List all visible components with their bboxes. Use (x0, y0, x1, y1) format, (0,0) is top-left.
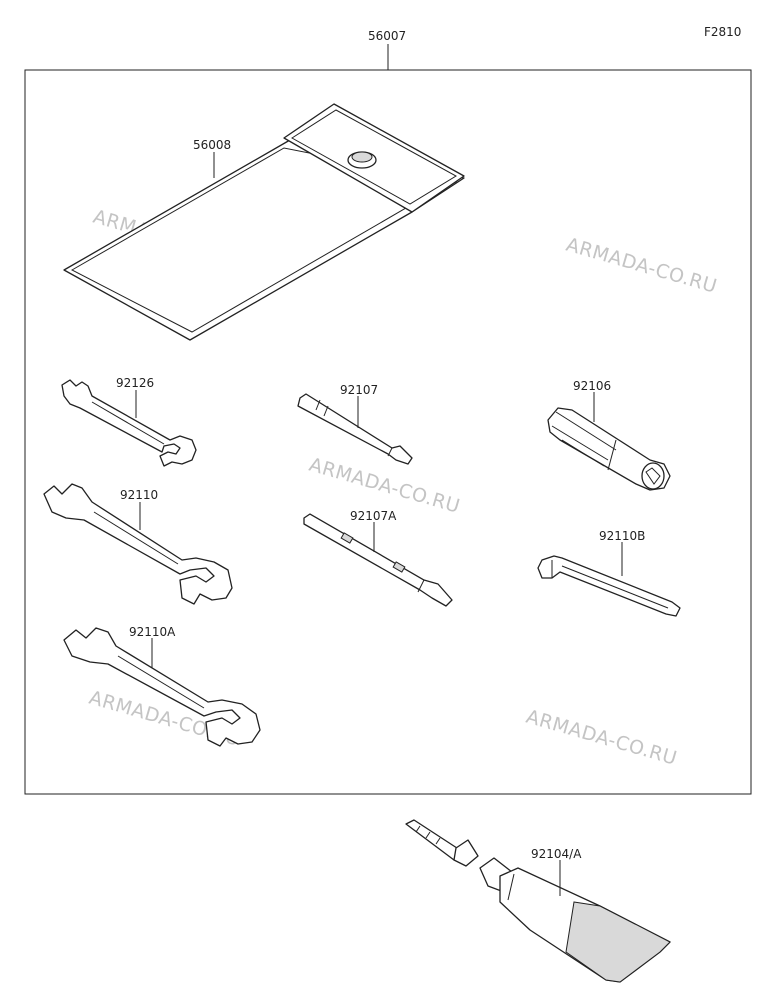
label-92107A: 92107A (350, 509, 397, 523)
screwdriver-bit-92107 (297, 393, 413, 465)
wrench-92110A (63, 627, 261, 747)
watermark-5: ARMADA-CO.RU (524, 706, 680, 770)
watermark-2: ARMADA-CO.RU (564, 234, 720, 298)
tool-bag-56008 (63, 103, 465, 341)
label-92110B: 92110B (599, 529, 645, 543)
wrench-92126 (61, 379, 197, 467)
label-92104A: 92104/A (531, 847, 582, 861)
wrench-92110 (43, 483, 233, 605)
label-92110A: 92110A (129, 625, 176, 639)
hex-key-92110B (537, 555, 681, 617)
figure-code: F2810 (704, 25, 741, 39)
label-92126: 92126 (116, 376, 154, 390)
label-92107: 92107 (340, 383, 378, 397)
grease-tube-92104A (405, 819, 671, 983)
screwdriver-handle-92106 (547, 407, 671, 491)
screwdriver-bit-92107A (303, 513, 453, 607)
label-92106: 92106 (573, 379, 611, 393)
label-56007: 56007 (368, 29, 406, 43)
label-56008: 56008 (193, 138, 231, 152)
label-92110: 92110 (120, 488, 158, 502)
